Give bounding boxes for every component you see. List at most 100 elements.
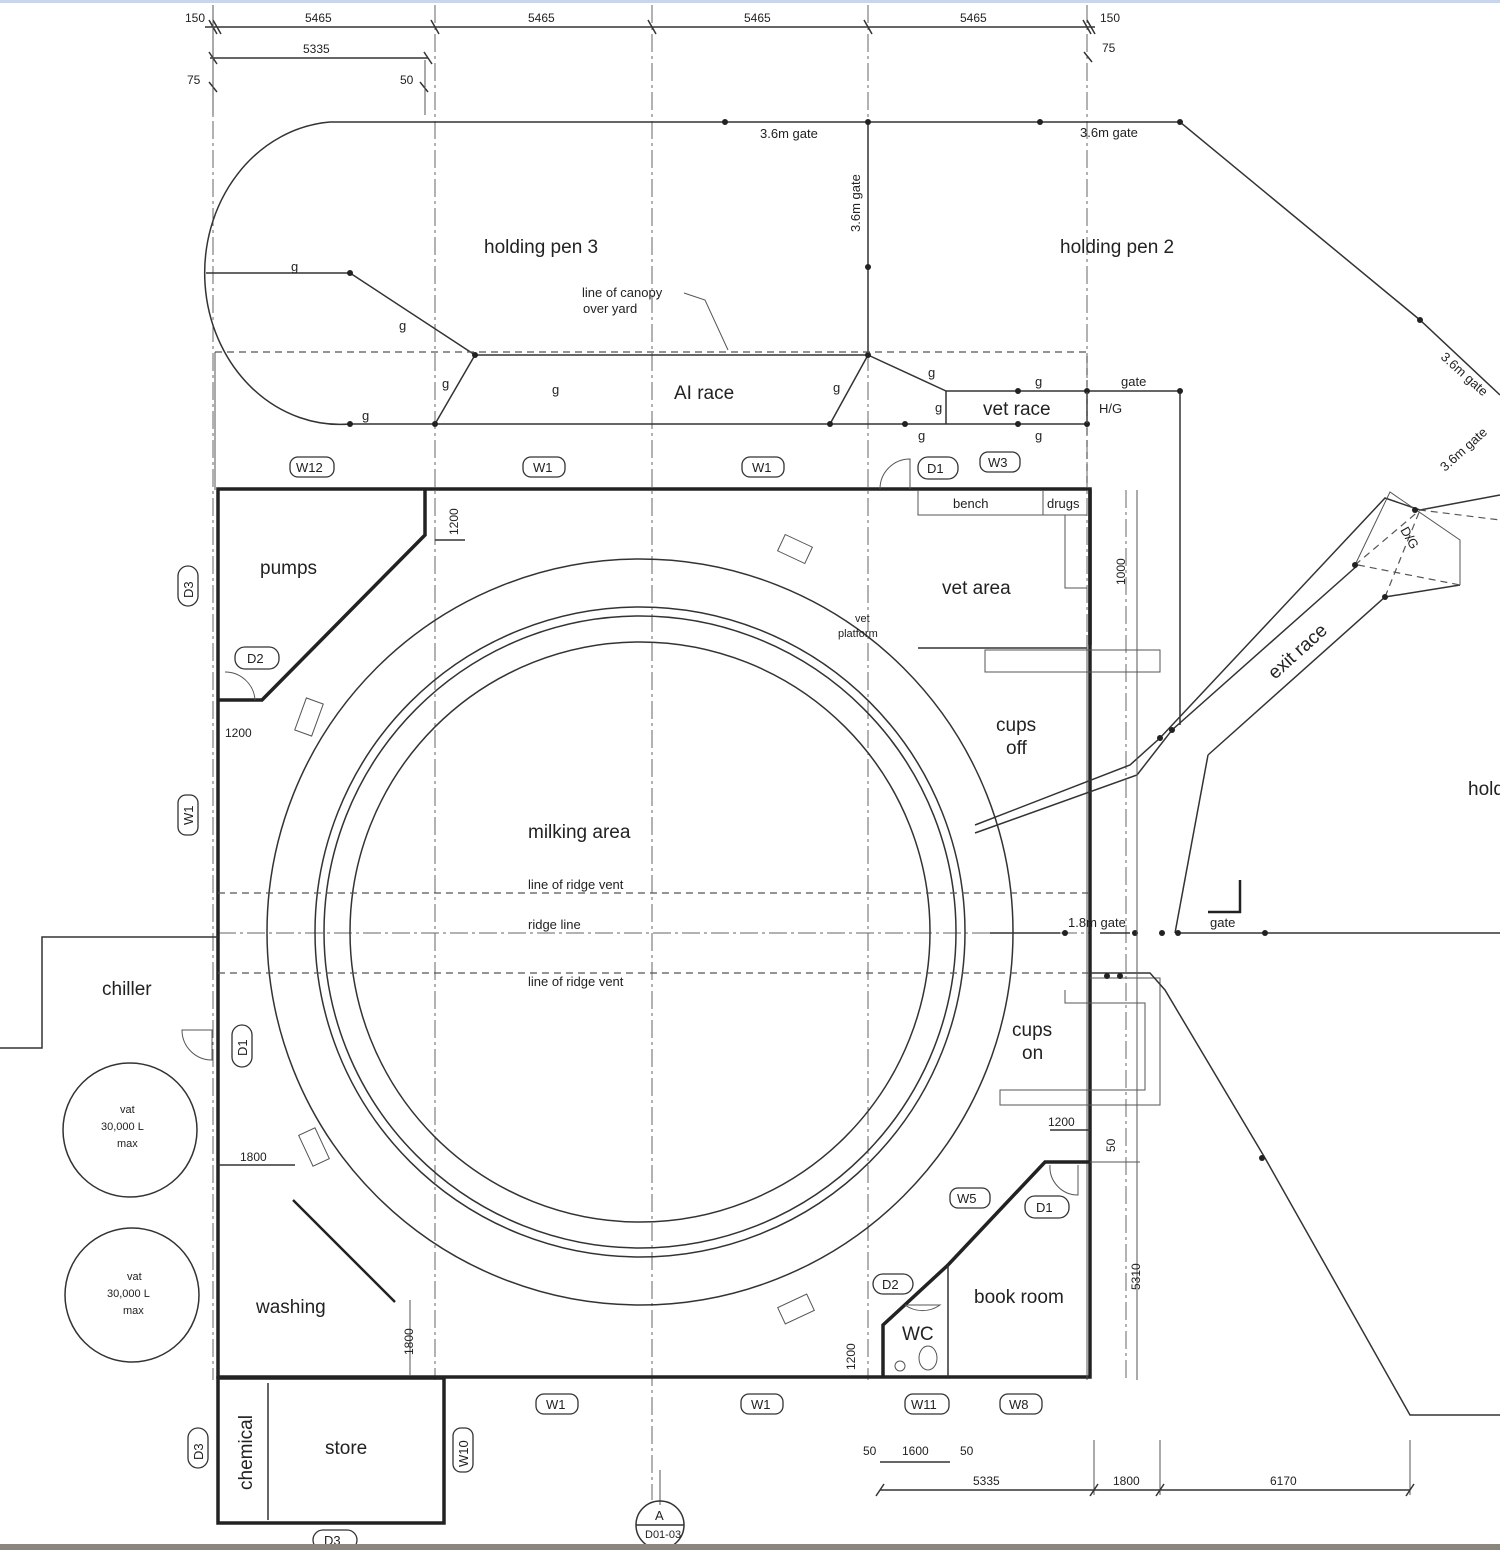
gate-g: g [552, 382, 559, 397]
canopy-note: over yard [583, 301, 637, 316]
room-wc: WC [902, 1324, 934, 1345]
building-walls [216, 487, 1161, 1379]
dim-label: 1800 [1113, 1474, 1140, 1488]
window-top-edge [0, 0, 1500, 3]
gate-label: 3.6m gate [760, 126, 818, 141]
window-tag: W1 [752, 460, 772, 475]
dim-label: 1600 [902, 1444, 929, 1458]
room-washing: washing [255, 1297, 326, 1318]
tags: W12 W1 W1 D1 W3 D3 D2 W1 D1 W5 D1 D2 W1 … [177, 451, 1070, 1550]
dim-label: 1200 [447, 508, 461, 535]
door-tag: D1 [927, 461, 944, 476]
bottom-dimensions: 50 1600 50 5335 1800 6170 [863, 490, 1415, 1497]
dim-label: 50 [400, 73, 414, 87]
dim-label: 5335 [973, 1474, 1000, 1488]
room-cups-off: off [1006, 738, 1028, 759]
room-cups-on: cups [1012, 1020, 1052, 1041]
section-sheet: D01-03 [645, 1529, 681, 1541]
door-tag: D1 [1036, 1200, 1053, 1215]
dim-label: 150 [185, 11, 205, 25]
dim-label: 75 [187, 73, 201, 87]
dim-label: 1800 [240, 1150, 267, 1164]
room-cups-off: cups [996, 715, 1036, 736]
vat-capacity: 30,000 L [101, 1121, 144, 1133]
drugs-label: drugs [1047, 496, 1080, 511]
basin-icon [894, 1360, 906, 1372]
grid-lines [212, 5, 1127, 1500]
room-cups-on: on [1022, 1043, 1043, 1064]
dim-label: 50 [863, 1444, 877, 1458]
vat-capacity: 30,000 L [107, 1288, 150, 1300]
holding-pen-fences [203, 119, 1500, 725]
window-tag: W10 [456, 1440, 471, 1467]
top-dimensions: 150 5465 5465 5465 5465 150 5335 75 75 5… [185, 5, 1120, 115]
room-holding-pen-3: holding pen 3 [484, 237, 598, 258]
window-tag: W1 [751, 1397, 771, 1412]
section-letter: A [655, 1508, 664, 1523]
door-swing [904, 1304, 942, 1312]
room-vet-area: vet area [942, 578, 1011, 599]
dim-label: 75 [1102, 41, 1116, 55]
gate-g: g [918, 428, 925, 443]
room-store: store [325, 1438, 367, 1459]
exit-race-fences [974, 491, 1500, 1416]
gate-label: 3.6m gate [1438, 349, 1491, 399]
vat-label: vat [120, 1104, 135, 1116]
window-tag: W11 [911, 1397, 937, 1412]
bench-label: bench [953, 496, 988, 511]
gate-g: g [935, 400, 942, 415]
dim-label: 1200 [225, 726, 252, 740]
rotary-platform [266, 533, 1014, 1325]
dim-label: 1200 [1048, 1115, 1075, 1129]
gate-g: g [291, 259, 298, 274]
room-holding-partial: hold [1468, 779, 1500, 800]
dim-label: 5465 [528, 11, 555, 25]
room-milking-area: milking area [528, 822, 631, 843]
door-tag: D2 [247, 651, 264, 666]
dim-label: 1000 [1114, 558, 1128, 585]
ridge-vent-note: line of ridge vent [528, 877, 624, 892]
dim-label: 150 [1100, 11, 1120, 25]
canopy-leader [683, 292, 729, 351]
vat-label: max [123, 1305, 144, 1317]
door-swing [1049, 1164, 1079, 1196]
room-chiller: chiller [102, 979, 152, 1000]
room-chemical: chemical [236, 1415, 257, 1490]
window-bottom-edge [0, 1544, 1500, 1550]
gate-label: gate [1121, 374, 1146, 389]
ridge-vent-note: line of ridge vent [528, 974, 624, 989]
annotations: line of canopy over yard line of ridge v… [291, 125, 1491, 989]
gate-g: g [362, 408, 369, 423]
window-tag: W1 [546, 1397, 566, 1412]
vat-label: vat [127, 1271, 142, 1283]
room-ai-race: AI race [674, 383, 734, 404]
store-outline [216, 1376, 446, 1525]
room-labels: holding pen 3 holding pen 2 hold AI race… [102, 237, 1500, 1490]
dim-label: 50 [1104, 1138, 1118, 1152]
gate-g: g [1035, 428, 1042, 443]
room-vet-platform: vet [855, 613, 870, 625]
room-vet-platform: platform [838, 628, 878, 640]
inner-dimensions: 1200 1000 1200 1800 1800 1200 50 5310 12… [225, 508, 1143, 1370]
dim-label: 1800 [402, 1328, 416, 1355]
door-swing [224, 671, 256, 701]
window-tag: W12 [296, 460, 323, 475]
ridge-line-note: ridge line [528, 917, 581, 932]
gate-g: g [1035, 374, 1042, 389]
dim-label: 6170 [1270, 1474, 1297, 1488]
gate-label: gate [1210, 915, 1235, 930]
vat-1 [62, 1062, 198, 1198]
dim-label: 5310 [1129, 1263, 1143, 1290]
vat-label: max [117, 1138, 138, 1150]
vat-labels: vat 30,000 L max vat 30,000 L max [101, 1104, 150, 1317]
door-swing [181, 1029, 213, 1061]
vat-2 [64, 1227, 200, 1363]
gate-g: g [833, 380, 840, 395]
door-tag: D1 [235, 1039, 250, 1056]
dim-label: 5335 [303, 42, 330, 56]
window-tag: W1 [533, 460, 553, 475]
door-tag: D2 [882, 1277, 899, 1292]
gate-label: H/G [1099, 401, 1122, 416]
gate-label: 3.6m gate [1080, 125, 1138, 140]
